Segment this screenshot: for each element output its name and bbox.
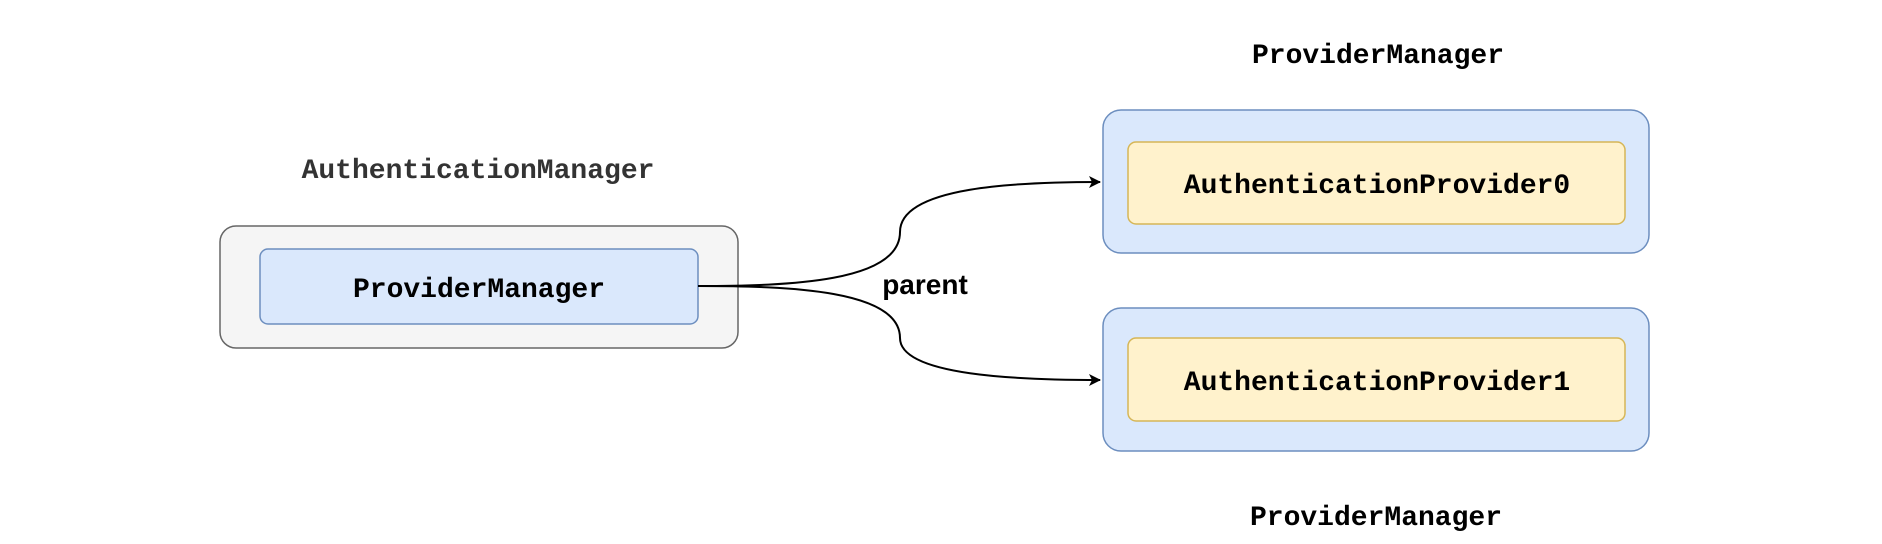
parent-edge-to-bottom[interactable]	[697, 285, 1101, 386]
provider-manager-label: ProviderManager	[353, 275, 605, 306]
parent-edge-to-top[interactable]	[697, 176, 1101, 287]
authentication-provider-0-label: AuthenticationProvider0	[1184, 171, 1570, 202]
provider-manager-bottom-title: ProviderManager	[1250, 503, 1502, 534]
authentication-provider-0-box[interactable]	[1127, 141, 1626, 225]
parent-edge-label: parent	[882, 269, 968, 300]
provider-manager-top-title: ProviderManager	[1252, 41, 1504, 72]
authentication-provider-1-box[interactable]	[1127, 337, 1626, 422]
authentication-manager-title: AuthenticationManager	[302, 156, 655, 187]
authentication-provider-1-label: AuthenticationProvider1	[1184, 368, 1570, 399]
